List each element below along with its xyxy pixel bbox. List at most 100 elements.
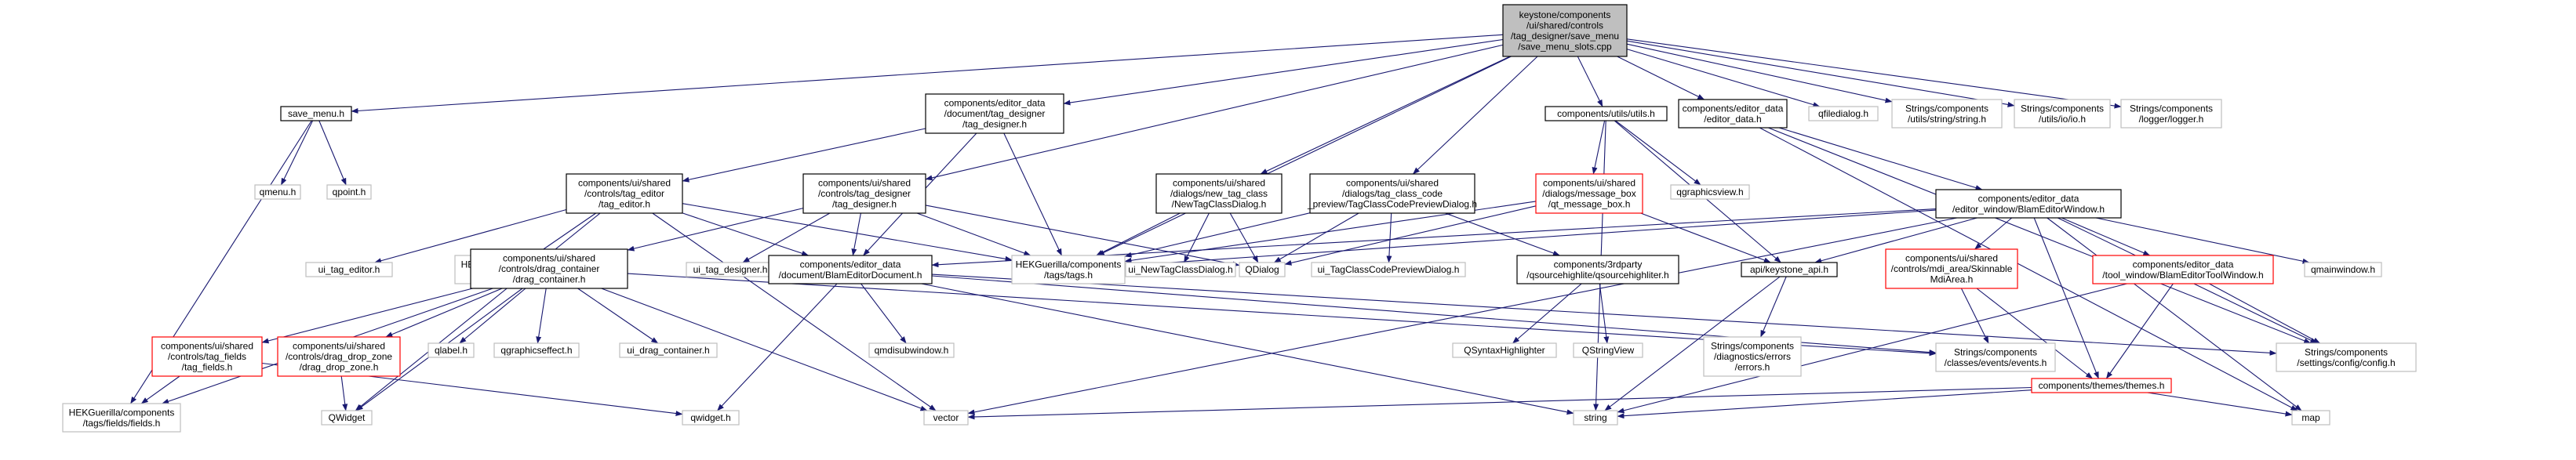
node-tag-designer-ctrl[interactable]: components/ui/shared/controls/tag_design… [802, 173, 926, 214]
node-keystone-api[interactable]: api/keystone_api.h [1741, 262, 1838, 277]
node-string[interactable]: string [1573, 410, 1618, 426]
node-skinnable[interactable]: components/ui/shared/controls/mdi_area/S… [1885, 248, 2018, 289]
edge-blam-toolwin-to-keystone-api [1814, 217, 1977, 264]
node-box [1516, 255, 1679, 284]
node-editor-data[interactable]: components/editor_data/editor_data.h [1678, 99, 1788, 129]
node-qstringview[interactable]: QStringView [1573, 342, 1643, 358]
edge-tag-editor-to-blam-doc [682, 212, 810, 256]
edge-editor-data-to-strings-config [1768, 127, 2312, 344]
node-label-line: QSyntaxHighlighter [1464, 345, 1545, 356]
node-strings-logger[interactable]: Strings/components/logger/logger.h [2120, 99, 2222, 129]
edge-root-to-new-tag-class [1260, 56, 1511, 175]
edge-message-box-to-qdialog [1284, 205, 1537, 266]
node-label-line: qgraphicseffect.h [500, 345, 572, 356]
node-box [1535, 173, 1643, 214]
node-qfiledialog[interactable]: qfiledialog.h [1808, 106, 1879, 121]
edge-root-to-strings-logger [1626, 38, 2122, 109]
node-box [470, 248, 628, 289]
node-root[interactable]: keystone/components/ui/shared/controls/t… [1502, 4, 1628, 57]
node-label-line: /ui/shared/controls [1526, 20, 1603, 31]
edge-tagdesigner-data-to-tag-editor [682, 128, 926, 183]
edge-root-to-hek-tags [1097, 56, 1512, 256]
node-tag-fields[interactable]: components/ui/shared/controls/tag_fields… [151, 336, 263, 377]
node-label-line: /editor_data.h [1704, 114, 1761, 125]
node-new-tag-class[interactable]: components/ui/shared/dialogs/new_tag_cla… [1155, 173, 1283, 214]
edge-drag-container-to-qgraphicseffect [536, 288, 547, 344]
edge-drag-drop-zone-to-qwidget-cls [340, 375, 348, 411]
node-box [1808, 106, 1879, 121]
node-strings-string[interactable]: Strings/components/utils/string/string.h [1891, 99, 2003, 129]
node-label-line: /document/tag_designer [944, 108, 1046, 119]
node-label-line: components/ui/shared [293, 341, 385, 352]
node-label-line: /controls/tag_fields [168, 351, 246, 362]
node-label-line: qmdisubwindow.h [875, 345, 949, 356]
edge-root-to-save-menu [351, 34, 1504, 114]
edge-blam-toolwin-to-vector [967, 217, 1958, 415]
node-preview-dialog[interactable]: components/ui/shared/dialogs/tag_class_c… [1307, 173, 1477, 214]
node-label-line: /tool_window/BlamEditorToolWindow.h [2102, 270, 2263, 281]
node-label-line: components/ui/shared [1346, 178, 1439, 189]
node-qlabel[interactable]: qlabel.h [428, 342, 475, 358]
node-qwidget-h[interactable]: qwidget.h [682, 410, 740, 426]
node-tagdesigner-data[interactable]: components/editor_data/document/tag_desi… [925, 93, 1064, 134]
node-box [619, 342, 718, 358]
node-label-line: /tag_editor.h [599, 199, 650, 210]
node-label-line: components/editor_data [1978, 193, 2079, 204]
edge-blam-doc-to-string [921, 283, 1574, 415]
node-map[interactable]: map [2291, 410, 2330, 426]
node-qgraphicseffect[interactable]: qgraphicseffect.h [493, 342, 580, 358]
node-label-line: /diagnostics/errors [1714, 351, 1791, 362]
node-strings-config[interactable]: Strings/components/settings/config/confi… [2276, 342, 2417, 372]
edge-keystone-api-to-string [1604, 276, 1781, 411]
node-label-line: QWidget [329, 412, 366, 423]
node-hek-tags[interactable]: HEKGuerilla/components/tags/tags.h [1011, 255, 1126, 284]
node-drag-drop-zone[interactable]: components/ui/shared/controls/drag_drop_… [277, 336, 401, 377]
node-box [1885, 248, 2018, 289]
node-strings-io[interactable]: Strings/components/utils/io/io.h [2014, 99, 2111, 129]
node-themes[interactable]: components/themes/themes.h [2031, 378, 2172, 393]
node-blam-toolwindow[interactable]: components/editor_data/tool_window/BlamE… [2092, 255, 2274, 284]
edge-preview-dialog-to-hek-tags [1124, 212, 1311, 258]
edge-root-to-utils [1577, 56, 1603, 107]
node-qwidget-cls[interactable]: QWidget [321, 410, 373, 426]
node-ui-tag-designer[interactable]: ui_tag_designer.h [686, 262, 775, 277]
node-ui-newtag[interactable]: ui_NewTagClassDialog.h [1125, 262, 1236, 277]
node-ui-preview[interactable]: ui_TagClassCodePreviewDialog.h [1311, 262, 1466, 277]
node-qsyntax[interactable]: QSyntaxHighlighter [1452, 342, 1557, 358]
node-qpoint[interactable]: qpoint.h [326, 184, 372, 200]
node-utils[interactable]: components/utils/utils.h [1545, 106, 1668, 121]
node-label-line: components/utils/utils.h [1557, 108, 1655, 119]
node-qmainwindow[interactable]: qmainwindow.h [2304, 262, 2382, 277]
node-save-menu[interactable]: save_menu.h [280, 106, 352, 121]
node-label-line: /errors.h [1735, 362, 1770, 373]
edge-themes-to-map [2147, 392, 2293, 417]
node-blam-toolwin[interactable]: components/editor_data/editor_window/Bla… [1935, 189, 2122, 219]
node-message-box[interactable]: components/ui/shared/dialogs/message_box… [1535, 173, 1643, 214]
node-label-line: /settings/config/config.h [2297, 357, 2395, 368]
node-strings-errors[interactable]: Strings/components/diagnostics/errors/er… [1703, 336, 1802, 377]
node-strings-events[interactable]: Strings/components/classes/events/events… [1935, 342, 2056, 372]
node-label-line: components/editor_data [2133, 259, 2234, 270]
node-label-line: components/themes/themes.h [2039, 380, 2165, 391]
node-label-line: components/ui/shared [161, 341, 253, 352]
node-box [254, 184, 301, 200]
node-tag-editor[interactable]: components/ui/shared/controls/tag_editor… [566, 173, 683, 214]
node-hek-fields[interactable]: HEKGuerilla/components/tags/fields/field… [62, 403, 181, 433]
node-ui-tag-editor[interactable]: ui_tag_editor.h [305, 262, 393, 277]
edge-tagdesigner-data-to-hek-tags [1003, 132, 1062, 256]
node-qdialog[interactable]: QDialog [1239, 262, 1286, 277]
edge-tag-editor-to-hek-tags [682, 203, 1013, 262]
node-blam-doc[interactable]: components/editor_data/document/BlamEdit… [768, 255, 933, 284]
node-qgraphicsview[interactable]: qgraphicsview.h [1670, 184, 1750, 200]
node-label-line: components/ui/shared [578, 178, 671, 189]
node-drag-container[interactable]: components/ui/shared/controls/drag_conta… [470, 248, 628, 289]
node-qmenu[interactable]: qmenu.h [254, 184, 301, 200]
node-label-line: components/ui/shared [1173, 178, 1265, 189]
node-box [1891, 99, 2003, 129]
edge-tag-editor-to-ui-tag-editor [374, 208, 567, 264]
node-qmdisubwindow[interactable]: qmdisubwindow.h [868, 342, 955, 358]
node-qsource[interactable]: components/3rdparty/qsourcehighlite/qsou… [1516, 255, 1679, 284]
node-vector[interactable]: vector [923, 410, 969, 426]
node-ui-drag-container[interactable]: ui_drag_container.h [619, 342, 718, 358]
node-label-line: Strings/components [1954, 346, 2037, 357]
